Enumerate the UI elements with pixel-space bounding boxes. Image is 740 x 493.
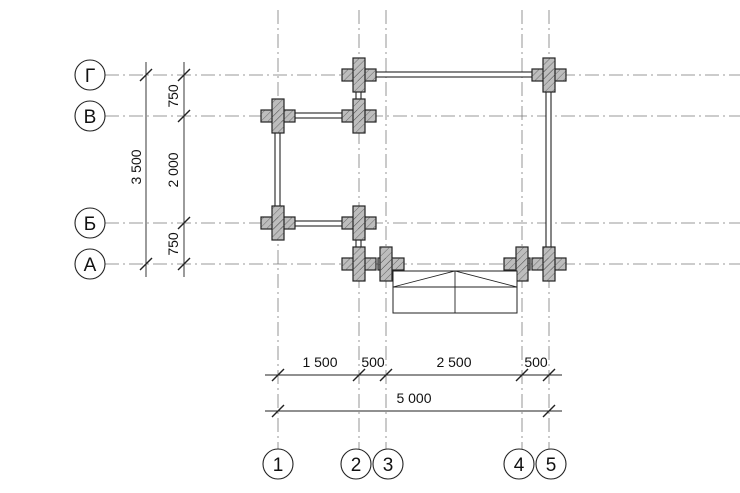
- axis-marker-3: 3: [372, 448, 404, 480]
- axis-label-2: 2: [351, 455, 362, 476]
- axis-label-4: 4: [514, 455, 525, 476]
- axis-label-1: 1: [273, 455, 284, 476]
- log-joint: [341, 205, 377, 241]
- horizontal-dimensions: 1 500 500 2 500 500 5 000: [265, 354, 562, 418]
- log-joint: [260, 205, 296, 241]
- axis-marker-5: 5: [535, 448, 567, 480]
- dim-segment-1-2: 1 500: [302, 354, 337, 370]
- axis-marker-4: 4: [503, 448, 535, 480]
- axis-label-g: Г: [85, 66, 95, 87]
- dim-segment-vertical-top: 750: [165, 84, 181, 108]
- axis-label-b: Б: [84, 214, 96, 235]
- wall-top-main: [369, 71, 537, 78]
- axis-label-5: 5: [546, 455, 557, 476]
- log-joints: [260, 57, 567, 282]
- dim-total-vertical: 3 500: [128, 149, 144, 184]
- dim-segment-2-3: 500: [361, 354, 385, 370]
- axis-label-3: 3: [383, 455, 394, 476]
- axis-marker-1: 1: [262, 448, 294, 480]
- dim-segment-vertical-middle: 2 000: [165, 152, 181, 187]
- vertical-dimensions: 3 500 750 2 000 750: [128, 62, 191, 277]
- dim-segment-vertical-bottom: 750: [165, 232, 181, 256]
- wall-top-annex: [288, 112, 350, 119]
- log-joint: [341, 246, 377, 282]
- axis-marker-g: Г: [74, 59, 106, 91]
- log-joint: [341, 98, 377, 134]
- wall-left-annex: [274, 125, 281, 217]
- row-axis-markers: Г В Б А: [74, 59, 106, 280]
- axis-marker-b: Б: [74, 207, 106, 239]
- log-joint: [377, 246, 405, 282]
- dim-segment-3-4: 2 500: [436, 354, 471, 370]
- wall-right: [545, 79, 552, 256]
- dim-total-horizontal: 5 000: [396, 390, 431, 406]
- log-joint: [531, 246, 567, 282]
- walls: [274, 71, 552, 256]
- log-joint: [503, 246, 531, 282]
- axis-marker-2: 2: [340, 448, 372, 480]
- wall-bottom-annex: [288, 220, 350, 227]
- column-axis-markers: 1 2 3 4 5: [262, 448, 567, 480]
- dim-segment-4-5: 500: [524, 354, 548, 370]
- axis-label-v: В: [84, 107, 97, 128]
- entrance-steps: [392, 270, 518, 314]
- log-joint: [341, 57, 377, 93]
- axis-marker-a: А: [74, 248, 106, 280]
- log-joint: [260, 98, 296, 134]
- axis-marker-v: В: [74, 100, 106, 132]
- axis-label-a: А: [84, 255, 97, 276]
- log-joint: [531, 57, 567, 93]
